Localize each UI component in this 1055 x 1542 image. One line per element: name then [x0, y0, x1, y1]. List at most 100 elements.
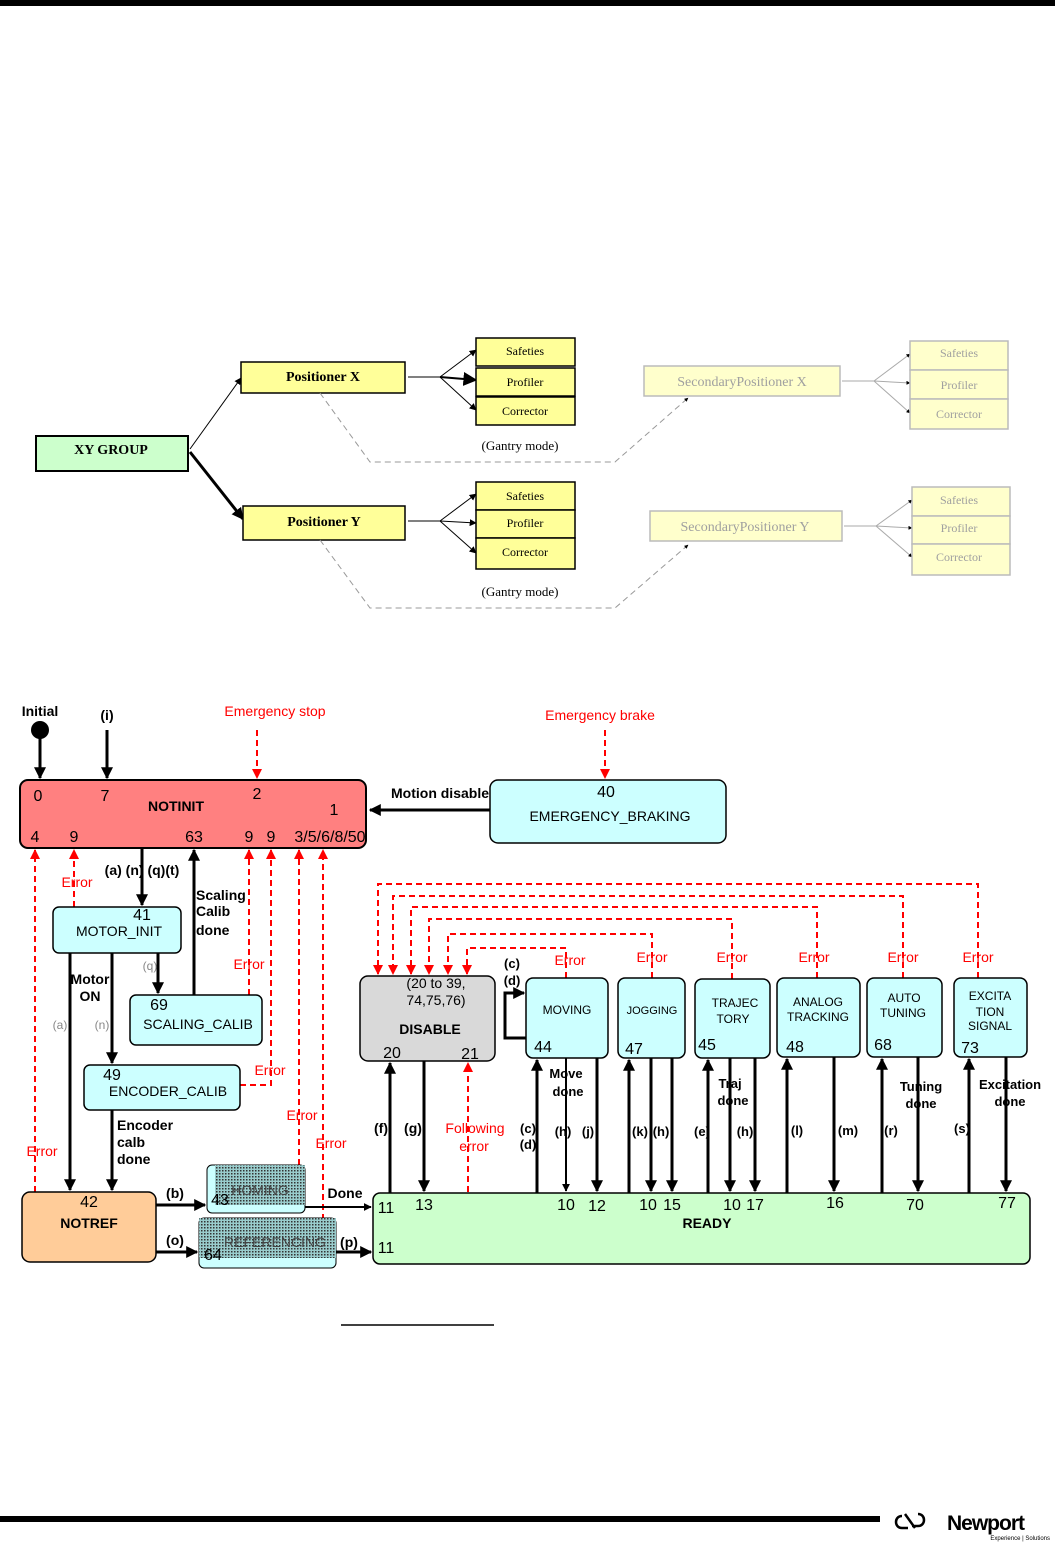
svg-text:0: 0	[34, 788, 43, 805]
error-transitions	[30, 730, 979, 1230]
state-referencing: 64 REFERENCING	[198, 1217, 337, 1269]
newport-logo: Newport Experience | Solutions	[894, 1512, 1050, 1542]
n-label: (n)	[95, 1018, 110, 1032]
secondary-x-subs: Safeties Profiler Corrector	[909, 340, 1009, 430]
svg-text:77: 77	[998, 1195, 1016, 1212]
svg-text:done: done	[196, 922, 230, 938]
state-notinit: 0 7 NOTINIT 2 1 4 9 63 9 9 3/5/6/8/50	[19, 779, 367, 849]
svg-text:done: done	[717, 1093, 748, 1108]
svg-text:(d): (d)	[520, 1137, 537, 1152]
svg-text:(j): (j)	[582, 1124, 594, 1139]
svg-text:Following: Following	[445, 1120, 504, 1136]
gantry-link-x	[319, 392, 689, 463]
initial-state-dot	[31, 721, 49, 739]
svg-text:63: 63	[185, 829, 203, 846]
svg-text:JOGGING: JOGGING	[627, 1005, 678, 1017]
svg-text:9: 9	[267, 829, 276, 846]
svg-text:NOTINIT: NOTINIT	[148, 798, 204, 814]
svg-text:done: done	[117, 1151, 151, 1167]
svg-text:Experience | Solutions: Experience | Solutions	[990, 1536, 1050, 1542]
svg-text:ANALOG: ANALOG	[793, 995, 843, 1009]
svg-text:13: 13	[415, 1197, 433, 1214]
group-diagram: XY GROUP Positioner X Positioner Y Safet…	[35, 337, 1011, 609]
svg-text:ENCODER_CALIB: ENCODER_CALIB	[109, 1083, 227, 1099]
state-scaling-calib: 69 SCALING_CALIB	[129, 994, 263, 1046]
gantry-label-x: (Gantry mode)	[482, 438, 559, 453]
svg-text:45: 45	[698, 1037, 716, 1054]
svg-text:TUNING: TUNING	[880, 1006, 926, 1020]
svg-text:Profiler: Profiler	[941, 378, 978, 392]
svg-text:Corrector: Corrector	[502, 404, 548, 418]
state-encoder-calib: 49 ENCODER_CALIB	[83, 1064, 241, 1111]
svg-text:4: 4	[31, 829, 40, 846]
svg-text:(m): (m)	[838, 1123, 858, 1138]
svg-text:error: error	[459, 1138, 489, 1154]
svg-text:NOTREF: NOTREF	[60, 1215, 118, 1231]
svg-text:Error: Error	[286, 1107, 317, 1123]
state-diagram: Initial (i) Emergency stop Emergency bra…	[19, 703, 1041, 1269]
state-emergency-braking: 40 EMERGENCY_BRAKING	[489, 779, 727, 844]
state-motor-init: 41 MOTOR_INIT	[52, 906, 182, 954]
positioner-x-box: Positioner X	[240, 361, 406, 394]
scaling-done-label: Scaling Calib done	[196, 887, 246, 938]
svg-text:AUTO: AUTO	[887, 991, 920, 1005]
svg-text:DISABLE: DISABLE	[399, 1021, 460, 1037]
svg-text:21: 21	[461, 1046, 479, 1063]
svg-text:Corrector: Corrector	[936, 550, 982, 564]
svg-text:Positioner Y: Positioner Y	[287, 515, 361, 530]
svg-text:Profiler: Profiler	[941, 521, 978, 535]
state-moving: MOVING 44	[525, 977, 609, 1059]
svg-text:(r): (r)	[884, 1123, 898, 1138]
arrow-to-x	[189, 377, 242, 450]
gantry-label-y: (Gantry mode)	[482, 584, 559, 599]
svg-text:Error: Error	[233, 956, 264, 972]
svg-text:Safeties: Safeties	[506, 344, 544, 358]
motor-on-label: Motor	[71, 971, 110, 987]
svg-text:Error: Error	[554, 952, 585, 968]
svg-text:Excitation: Excitation	[979, 1077, 1041, 1092]
svg-text:47: 47	[625, 1041, 643, 1058]
svg-text:Profiler: Profiler	[507, 516, 544, 530]
svg-text:3/5/6/8/50: 3/5/6/8/50	[294, 829, 365, 846]
svg-text:69: 69	[150, 997, 168, 1014]
svg-text:70: 70	[906, 1197, 924, 1214]
svg-text:EMERGENCY_BRAKING: EMERGENCY_BRAKING	[529, 808, 690, 824]
q-label: (q)	[143, 959, 158, 973]
svg-text:TORY: TORY	[717, 1012, 750, 1026]
initial-label: Initial	[22, 703, 59, 719]
svg-text:42: 42	[80, 1194, 98, 1211]
svg-text:74,75,76): 74,75,76)	[406, 992, 465, 1008]
transitions	[34, 730, 1012, 1258]
svg-text:Safeties: Safeties	[506, 489, 544, 503]
svg-text:Error: Error	[962, 949, 993, 965]
svg-text:1: 1	[330, 802, 339, 819]
motion-disable-label: Motion disable	[391, 785, 489, 801]
svg-text:41: 41	[133, 907, 151, 924]
svg-text:16: 16	[826, 1195, 844, 1212]
svg-text:10: 10	[723, 1197, 741, 1214]
svg-text:ON: ON	[80, 988, 101, 1004]
xy-group-box: XY GROUP	[35, 435, 189, 472]
error-labels: Error Error Error Error Error Error Erro…	[26, 874, 993, 1159]
svg-text:SecondaryPositioner Y: SecondaryPositioner Y	[681, 520, 810, 535]
svg-text:Error: Error	[716, 949, 747, 965]
b-label: (b)	[166, 1185, 184, 1201]
svg-text:(e): (e)	[694, 1124, 710, 1139]
svg-text:43: 43	[211, 1192, 229, 1209]
svg-text:calb: calb	[117, 1134, 145, 1150]
svg-text:12: 12	[588, 1198, 606, 1215]
svg-text:48: 48	[786, 1039, 804, 1056]
svg-text:11: 11	[378, 1200, 395, 1217]
f-label: (f)	[374, 1120, 388, 1136]
svg-text:Error: Error	[887, 949, 918, 965]
svg-text:Encoder: Encoder	[117, 1117, 174, 1133]
svg-text:2: 2	[253, 786, 262, 803]
state-ready: 11 13 11 10 12 10 15 10 17 16 70 77 READ…	[372, 1192, 1031, 1265]
svg-text:(h): (h)	[555, 1124, 572, 1139]
svg-text:(s): (s)	[954, 1121, 970, 1136]
svg-text:40: 40	[597, 784, 615, 801]
svg-text:9: 9	[70, 829, 79, 846]
svg-text:Error: Error	[315, 1135, 346, 1151]
svg-text:HOMING: HOMING	[231, 1182, 289, 1198]
